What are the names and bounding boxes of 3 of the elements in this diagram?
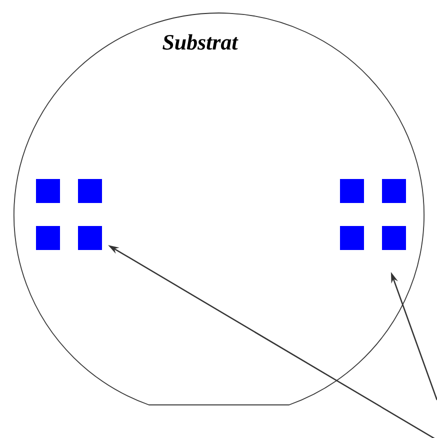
pad-group: [340, 179, 406, 250]
pad-group: [36, 179, 102, 250]
substrate-wafer: Substrat: [14, 12, 424, 406]
